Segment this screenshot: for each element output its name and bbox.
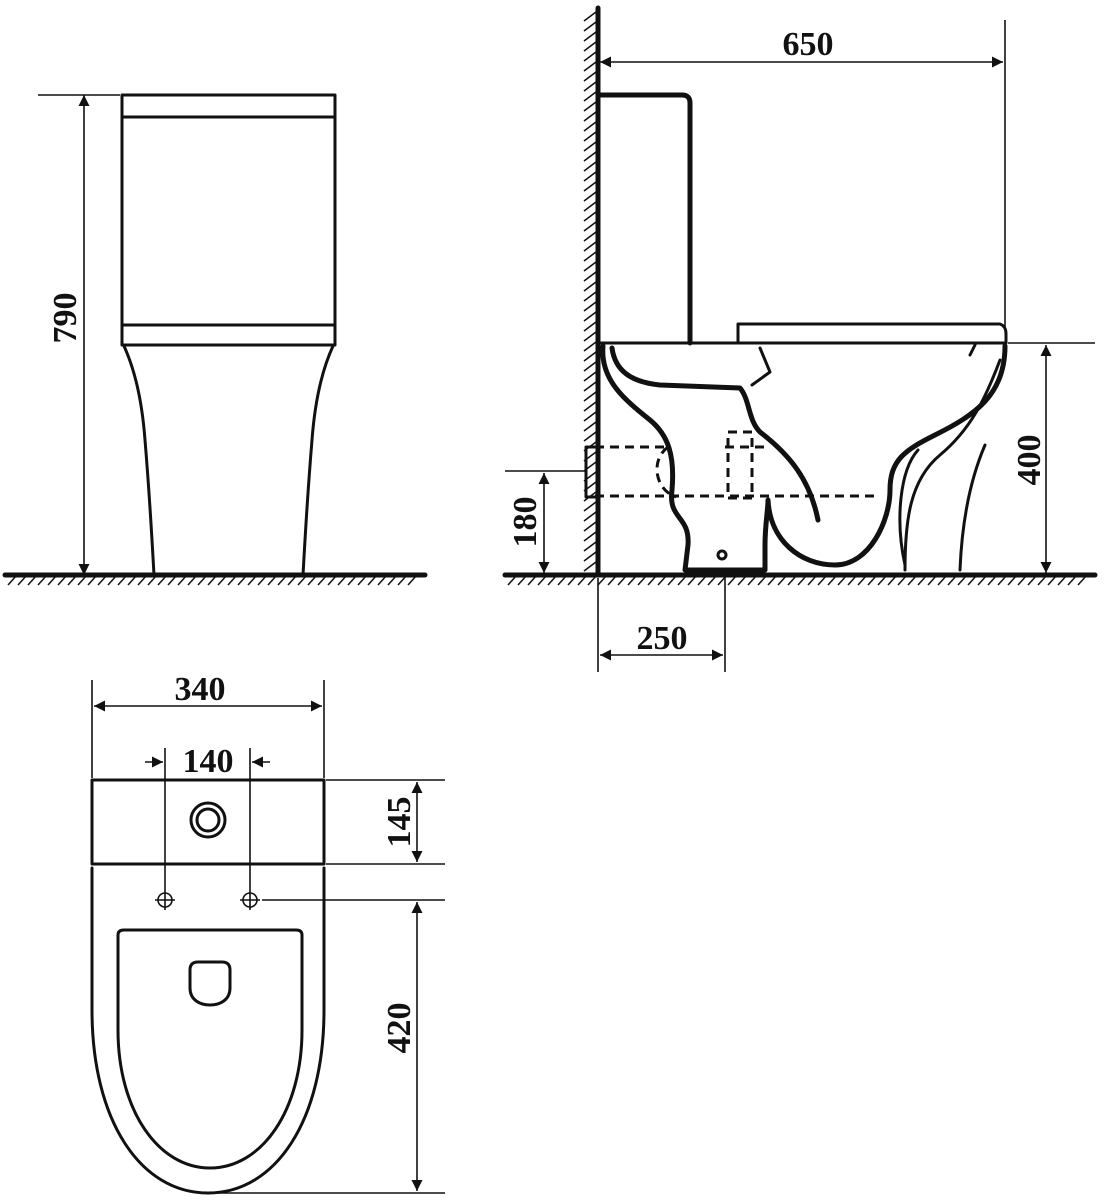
front-view: 790 xyxy=(2,93,428,586)
side-outlet-distance-label: 250 xyxy=(637,620,688,657)
bolt-left-icon xyxy=(155,890,175,910)
side-trapway xyxy=(609,345,821,523)
flush-button-icon xyxy=(189,801,227,839)
front-height-dimension: 790 xyxy=(38,94,120,575)
top-bowl-inner xyxy=(116,928,304,1170)
top-bowl-length-label: 420 xyxy=(381,1003,418,1054)
top-bolt-spacing-label: 140 xyxy=(183,743,234,780)
top-bowl-outer xyxy=(90,866,326,1195)
front-height-label: 790 xyxy=(47,293,84,344)
side-tank xyxy=(595,92,693,346)
top-bowl-length-dimension: 420 xyxy=(215,899,445,1194)
front-tank xyxy=(120,93,337,347)
top-tank-depth-label: 145 xyxy=(381,797,418,848)
top-width-label: 340 xyxy=(175,671,226,708)
side-outlet-height-dimension: 180 xyxy=(505,470,585,573)
side-depth-label: 650 xyxy=(783,26,834,63)
side-bowl-body xyxy=(600,343,1008,573)
top-bolt-spacing-dimension: 140 xyxy=(145,743,270,890)
side-view: 650 400 180 250 xyxy=(502,5,1098,672)
top-drain xyxy=(188,960,232,1007)
side-floor-hatch xyxy=(502,572,1098,586)
side-seat xyxy=(736,322,1008,345)
bolt-right-icon xyxy=(240,890,260,910)
top-width-dimension: 340 xyxy=(91,671,325,778)
side-depth-dimension: 650 xyxy=(600,20,1006,330)
side-seat-height-dimension: 400 xyxy=(1008,342,1095,573)
top-tank xyxy=(90,778,326,866)
top-tank-depth-dimension: 145 xyxy=(326,779,445,865)
side-outlet-distance-dimension: 250 xyxy=(597,572,726,672)
front-pedestal xyxy=(122,344,156,577)
front-floor-hatch xyxy=(2,572,428,586)
top-view: 340 140 145 420 xyxy=(90,671,445,1195)
side-outlet-height-label: 180 xyxy=(507,497,544,548)
side-outlet-dashed xyxy=(584,430,880,561)
side-seat-height-label: 400 xyxy=(1011,435,1048,486)
